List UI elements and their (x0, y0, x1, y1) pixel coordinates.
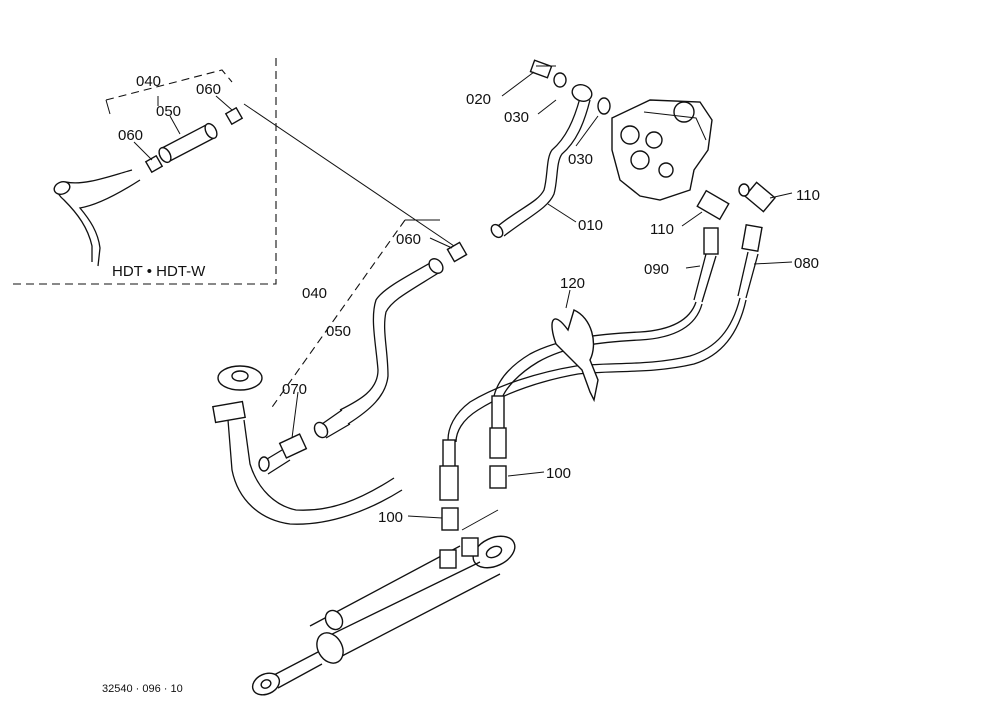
clamp-120 (551, 309, 599, 403)
callout-020: 020 (466, 91, 491, 108)
callout-040: 040 (302, 285, 327, 302)
inset-label-060-right: 060 (196, 81, 221, 98)
callout-080: 080 (794, 255, 819, 272)
callout-110-left: 110 (650, 221, 674, 238)
callout-060: 060 (396, 231, 421, 248)
callout-120: 120 (560, 275, 585, 292)
drawing-number: 32540 · 096 · 10 (102, 683, 183, 695)
inset-label-060-left: 060 (118, 127, 143, 144)
steering-valve (611, 99, 776, 221)
callout-100-right: 100 (546, 465, 571, 482)
leader-lines (291, 71, 793, 519)
steering-cylinder (251, 509, 516, 696)
hose-050 (269, 219, 468, 459)
inset-caption: HDT • HDT-W (112, 263, 206, 280)
inset-label-040: 040 (136, 73, 161, 90)
callout-030-lower: 030 (568, 151, 593, 168)
hoses-080-090 (439, 223, 763, 531)
inset-label-050: 050 (156, 103, 181, 120)
inset-box (10, 58, 461, 285)
callout-100-left: 100 (378, 509, 403, 526)
callout-090: 090 (644, 261, 669, 278)
callout-010: 010 (578, 217, 603, 234)
callout-050: 050 (326, 323, 351, 340)
callout-070: 070 (282, 381, 307, 398)
callout-110-right: 110 (796, 187, 820, 204)
pipe-010 (490, 59, 611, 239)
tank-outlet (212, 365, 403, 525)
callout-030-upper: 030 (504, 109, 529, 126)
